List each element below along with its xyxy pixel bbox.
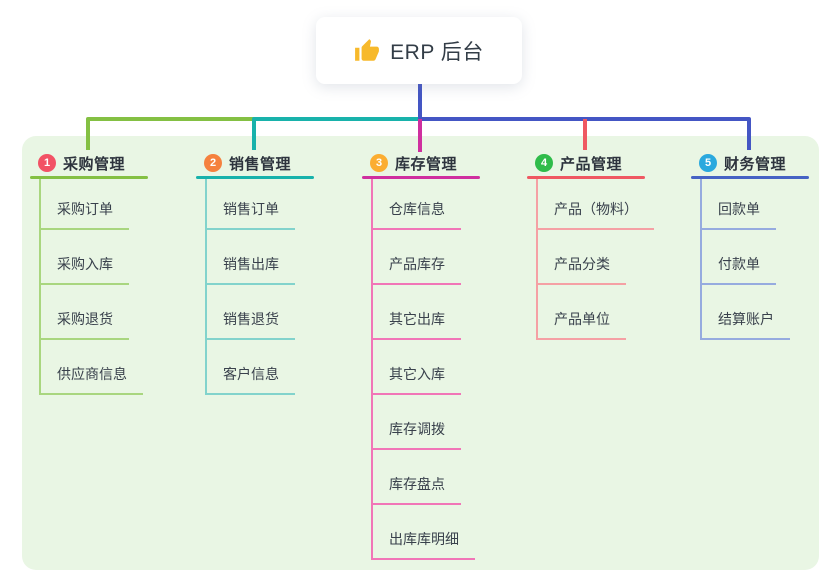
thumbs-up-icon: [354, 38, 380, 64]
branches-panel: [22, 136, 819, 570]
child-node[interactable]: 产品分类: [536, 254, 626, 285]
child-row: 产品（物料）: [527, 179, 654, 230]
branch-children: 采购订单采购入库采购退货供应商信息: [30, 179, 148, 395]
child-node[interactable]: 回款单: [700, 199, 776, 230]
child-row: 其它入库: [362, 340, 480, 395]
branch-label: 库存管理: [395, 155, 458, 173]
branch-number-badge: 2: [204, 154, 222, 172]
child-row: 库存调拨: [362, 395, 480, 450]
children-connector-line: [205, 179, 207, 395]
child-row: 仓库信息: [362, 179, 480, 230]
child-node[interactable]: 出库库明细: [371, 529, 475, 560]
child-row: 产品分类: [527, 230, 645, 285]
branch-underline: [362, 176, 480, 179]
child-node[interactable]: 产品库存: [371, 254, 461, 285]
branch-number-badge: 1: [38, 154, 56, 172]
child-row: 客户信息: [196, 340, 314, 395]
child-node[interactable]: 库存调拨: [371, 419, 461, 450]
child-node[interactable]: 客户信息: [205, 364, 295, 395]
branch-underline: [196, 176, 314, 179]
child-row: 产品单位: [527, 285, 645, 340]
child-node[interactable]: 仓库信息: [371, 199, 461, 230]
branch-column-4: 4 产品管理产品（物料） 产品分类产品单位: [527, 150, 654, 340]
branch-children: 回款单付款单结算账户: [691, 179, 809, 340]
child-node[interactable]: 销售退货: [205, 309, 295, 340]
branch-label: 产品管理: [560, 155, 623, 173]
child-node[interactable]: 其它出库: [371, 309, 461, 340]
child-row: 供应商信息: [30, 340, 148, 395]
branch-1-header[interactable]: 1 采购管理: [30, 150, 148, 176]
branch-number-badge: 4: [535, 154, 553, 172]
branch-underline: [527, 176, 645, 179]
child-node[interactable]: 销售出库: [205, 254, 295, 285]
child-node[interactable]: 库存盘点: [371, 474, 461, 505]
child-node[interactable]: 采购入库: [39, 254, 129, 285]
root-title: ERP 后台: [390, 40, 484, 64]
branch-column-2: 2 销售管理销售订单销售出库销售退货客户信息: [196, 150, 314, 395]
branch-underline: [30, 176, 148, 179]
children-connector-line: [39, 179, 41, 395]
child-row: 结算账户: [691, 285, 809, 340]
children-connector-line: [700, 179, 702, 340]
branch-number-badge: 3: [370, 154, 388, 172]
branch-children: 销售订单销售出库销售退货客户信息: [196, 179, 314, 395]
child-node[interactable]: 产品单位: [536, 309, 626, 340]
branch-2-header[interactable]: 2 销售管理: [196, 150, 314, 176]
child-row: 库存盘点: [362, 450, 480, 505]
branch-label: 采购管理: [63, 155, 126, 173]
children-connector-line: [536, 179, 538, 340]
branch-children: 仓库信息产品库存其它出库其它入库库存调拨库存盘点出库库明细: [362, 179, 480, 560]
root-node[interactable]: ERP 后台: [316, 17, 522, 84]
child-row: 产品库存: [362, 230, 480, 285]
child-row: 出库库明细: [362, 505, 480, 560]
branch-number-badge: 5: [699, 154, 717, 172]
branch-underline: [691, 176, 809, 179]
child-node[interactable]: 产品（物料）: [536, 199, 654, 230]
child-node[interactable]: 销售订单: [205, 199, 295, 230]
branch-3-header[interactable]: 3 库存管理: [362, 150, 480, 176]
branch-column-5: 5 财务管理回款单付款单结算账户: [691, 150, 809, 340]
branch-label: 财务管理: [724, 155, 787, 173]
branch-label: 销售管理: [229, 155, 292, 173]
branch-children: 产品（物料） 产品分类产品单位: [527, 179, 654, 340]
branch-5-header[interactable]: 5 财务管理: [691, 150, 809, 176]
child-node[interactable]: 结算账户: [700, 309, 790, 340]
child-node[interactable]: 付款单: [700, 254, 776, 285]
branch-column-1: 1 采购管理采购订单采购入库采购退货供应商信息: [30, 150, 148, 395]
child-row: 采购入库: [30, 230, 148, 285]
children-connector-line: [371, 179, 373, 560]
child-row: 销售订单: [196, 179, 314, 230]
child-node[interactable]: 采购退货: [39, 309, 129, 340]
child-node[interactable]: 其它入库: [371, 364, 461, 395]
child-row: 销售退货: [196, 285, 314, 340]
child-row: 采购订单: [30, 179, 148, 230]
child-node[interactable]: 供应商信息: [39, 364, 143, 395]
child-row: 其它出库: [362, 285, 480, 340]
child-row: 销售出库: [196, 230, 314, 285]
child-node[interactable]: 采购订单: [39, 199, 129, 230]
child-row: 采购退货: [30, 285, 148, 340]
branch-4-header[interactable]: 4 产品管理: [527, 150, 645, 176]
child-row: 付款单: [691, 230, 809, 285]
branch-column-3: 3 库存管理仓库信息产品库存其它出库其它入库库存调拨库存盘点出库库明细: [362, 150, 480, 560]
child-row: 回款单: [691, 179, 809, 230]
